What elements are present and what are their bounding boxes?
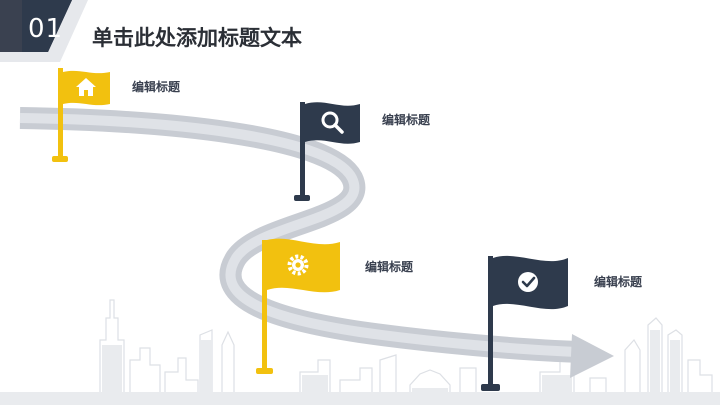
skyline-fill: [0, 330, 720, 405]
flag-gear[interactable]: [256, 238, 340, 374]
flag-search[interactable]: [294, 102, 360, 201]
slide-title[interactable]: 单击此处添加标题文本: [92, 26, 302, 50]
flag-home[interactable]: [52, 68, 110, 162]
flag-label-4[interactable]: 编辑标题: [594, 275, 643, 289]
corner-badge: [0, 0, 88, 62]
road-arrowhead: [570, 334, 614, 378]
home-icon: [76, 78, 96, 96]
search-icon: [321, 111, 344, 134]
flag-label-3[interactable]: 编辑标题: [365, 260, 414, 274]
city-skyline: [99, 299, 713, 405]
slide-number: 01: [28, 14, 64, 44]
flag-label-2[interactable]: 编辑标题: [382, 113, 431, 127]
gear-icon: [287, 254, 309, 276]
flag-label-1[interactable]: 编辑标题: [132, 80, 181, 94]
flag-check[interactable]: [481, 255, 568, 391]
check-icon: [518, 272, 538, 292]
